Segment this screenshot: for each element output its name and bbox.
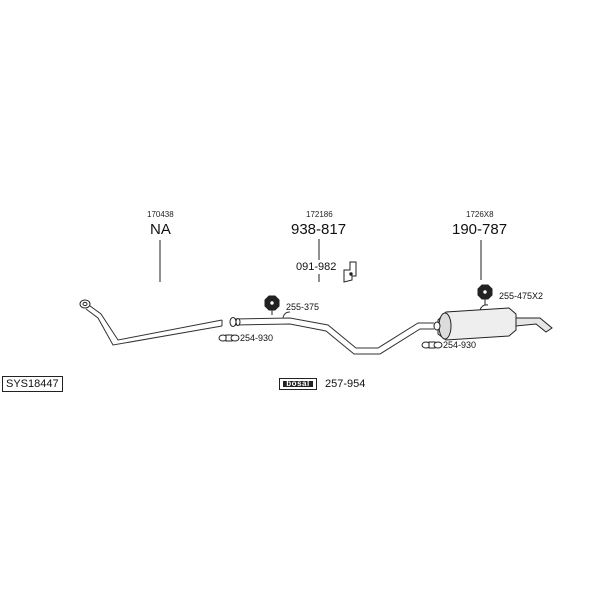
- callout-kit: 257-954: [325, 378, 366, 390]
- code-middle: 172186: [306, 210, 333, 219]
- clamp-icon-rear: [421, 341, 443, 349]
- nut-icon-rear: [477, 284, 493, 305]
- bosal-logo: bosal: [279, 378, 317, 390]
- callout-bracket: 091-982: [296, 261, 337, 273]
- callout-clamp-front: 254-930: [240, 333, 274, 343]
- nut-icon-front: [264, 295, 280, 315]
- code-front: 170438: [147, 210, 174, 219]
- middle-pipe: [233, 317, 434, 355]
- rear-muffler: [433, 304, 553, 341]
- front-flange: [79, 299, 91, 309]
- middle-pipe-flange: [229, 317, 241, 327]
- system-id-box: SYS18447: [2, 376, 63, 392]
- clamp-icon-front: [218, 334, 240, 342]
- bosal-logo-text: bosal: [283, 380, 313, 388]
- part-front: NA: [150, 221, 171, 238]
- bracket-icon: [343, 261, 357, 283]
- part-rear: 190-787: [452, 221, 508, 238]
- callout-nut-front: 255-375: [286, 302, 320, 312]
- code-rear: 1726X8: [466, 210, 494, 219]
- callout-nut-rear: 255-475X2: [499, 291, 544, 301]
- front-pipe: [85, 302, 223, 346]
- part-middle: 938-817: [291, 221, 347, 238]
- middle-pipe-hanger: [282, 311, 291, 319]
- callout-clamp-rear: 254-930: [443, 340, 477, 350]
